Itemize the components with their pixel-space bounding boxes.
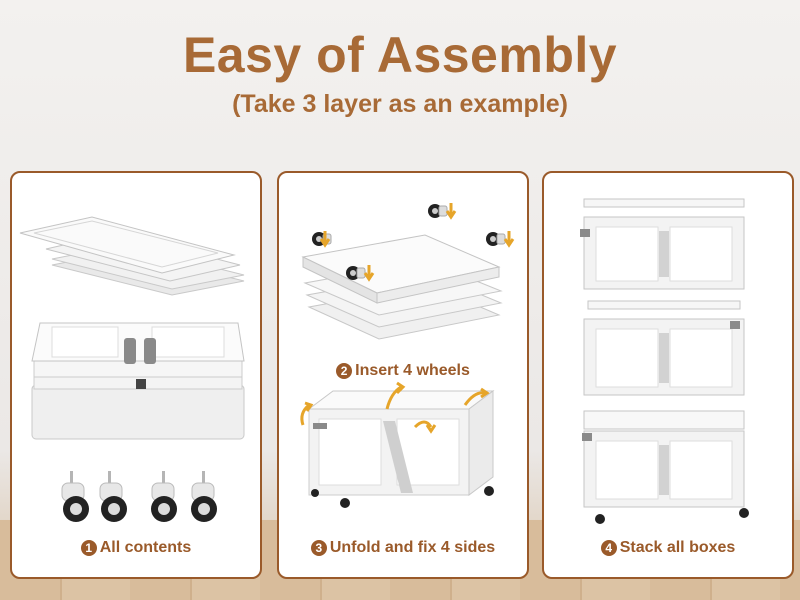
curved-arrow-icon [413,420,433,429]
step-panel-all-contents: 1 All contents [10,171,262,579]
wheel-icon [61,471,89,522]
number-badge-icon: 2 [336,363,353,379]
stacked-lids [19,216,245,296]
number-badge-icon: 4 [600,540,617,556]
down-arrow-icon [445,203,457,220]
step-1-caption: 1 All contents [12,539,260,557]
box-layer-middle [583,300,745,396]
wheel-icon [428,204,448,218]
unfolding-box [307,390,495,508]
wheel-icon [486,232,506,246]
folded-box-stack [31,322,245,440]
down-arrow-icon [363,265,375,282]
wheel-icon [595,514,605,524]
wheel-icon [739,508,749,518]
wheel-set [61,471,217,522]
wheel-icon [151,471,177,522]
step-4-label: Stack all boxes [619,539,736,556]
step-1-label: All contents [99,539,192,556]
down-arrow-icon [503,231,515,248]
curved-arrow-icon [385,385,402,410]
latch-icon [124,338,136,364]
wheel-icon [346,266,366,280]
all-contents-illustration [19,216,245,522]
step-2-caption: 2 Insert 4 wheels [279,362,527,380]
curved-arrow-icon [300,403,310,426]
step-panel-stack-boxes: 4 Stack all boxes [542,171,794,579]
down-arrow-icon [319,231,331,248]
wheels-unfold-illustration [300,203,515,508]
box-layer-bottom [582,410,749,524]
curved-arrow-icon [463,391,486,406]
panel-stack [301,234,503,340]
wheel-icon [99,471,127,522]
wheel-icon [191,471,217,522]
step-panel-wheels-unfold: 2 Insert 4 wheels 3 Unfold and fix 4 sid… [277,171,529,579]
step-4-caption: 4 Stack all boxes [544,539,792,557]
number-badge-icon: 1 [80,540,97,556]
step-3-label: Unfold and fix 4 sides [329,539,496,556]
page-title: Easy of Assembly [182,27,618,83]
page-subtitle: (Take 3 layer as an example) [232,90,568,118]
step-2-label: Insert 4 wheels [355,362,470,379]
box-layer-top [580,198,745,290]
stacked-boxes-illustration [580,198,749,524]
number-badge-icon: 3 [310,540,327,556]
step-3-caption: 3 Unfold and fix 4 sides [279,539,527,557]
latch-icon [144,338,156,364]
